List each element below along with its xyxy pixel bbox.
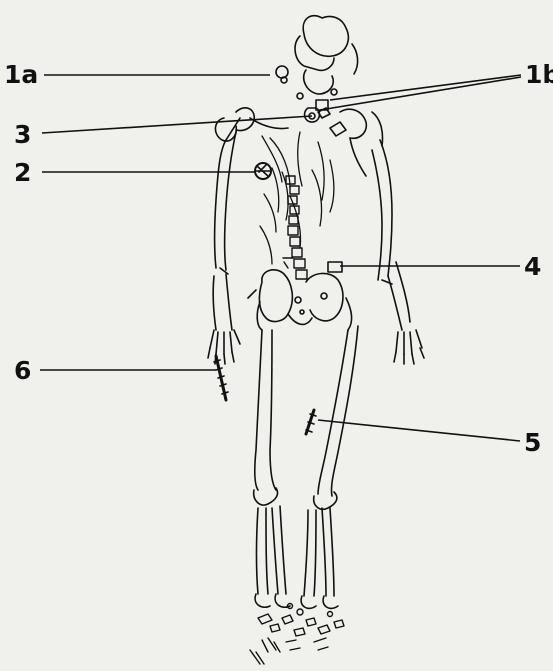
right-shoulder — [330, 109, 383, 176]
left-lower-leg — [255, 506, 290, 607]
skull — [276, 16, 358, 110]
label-3: 3 — [14, 122, 31, 147]
right-femur — [314, 298, 358, 509]
object-6 — [214, 356, 228, 400]
feet-bones — [250, 604, 344, 665]
pointer-line-3 — [42, 116, 312, 133]
label-2: 2 — [14, 160, 31, 185]
left-femur — [254, 302, 278, 505]
round-object-2 — [255, 163, 271, 179]
object-5 — [306, 410, 316, 434]
label-6: 6 — [14, 358, 31, 383]
spine — [283, 176, 307, 279]
pointer-line-1b-b — [320, 77, 521, 110]
right-lower-leg — [301, 508, 338, 608]
label-5: 5 — [524, 430, 541, 455]
label-1a: 1a — [4, 62, 38, 87]
pointer-line-5 — [318, 420, 520, 441]
pointer-line-1b-a — [330, 75, 521, 100]
label-4: 4 — [524, 254, 541, 279]
pointer-lines — [40, 75, 521, 441]
right-arm — [372, 140, 424, 364]
left-arm — [208, 118, 240, 364]
label-1b: 1b — [525, 62, 553, 87]
